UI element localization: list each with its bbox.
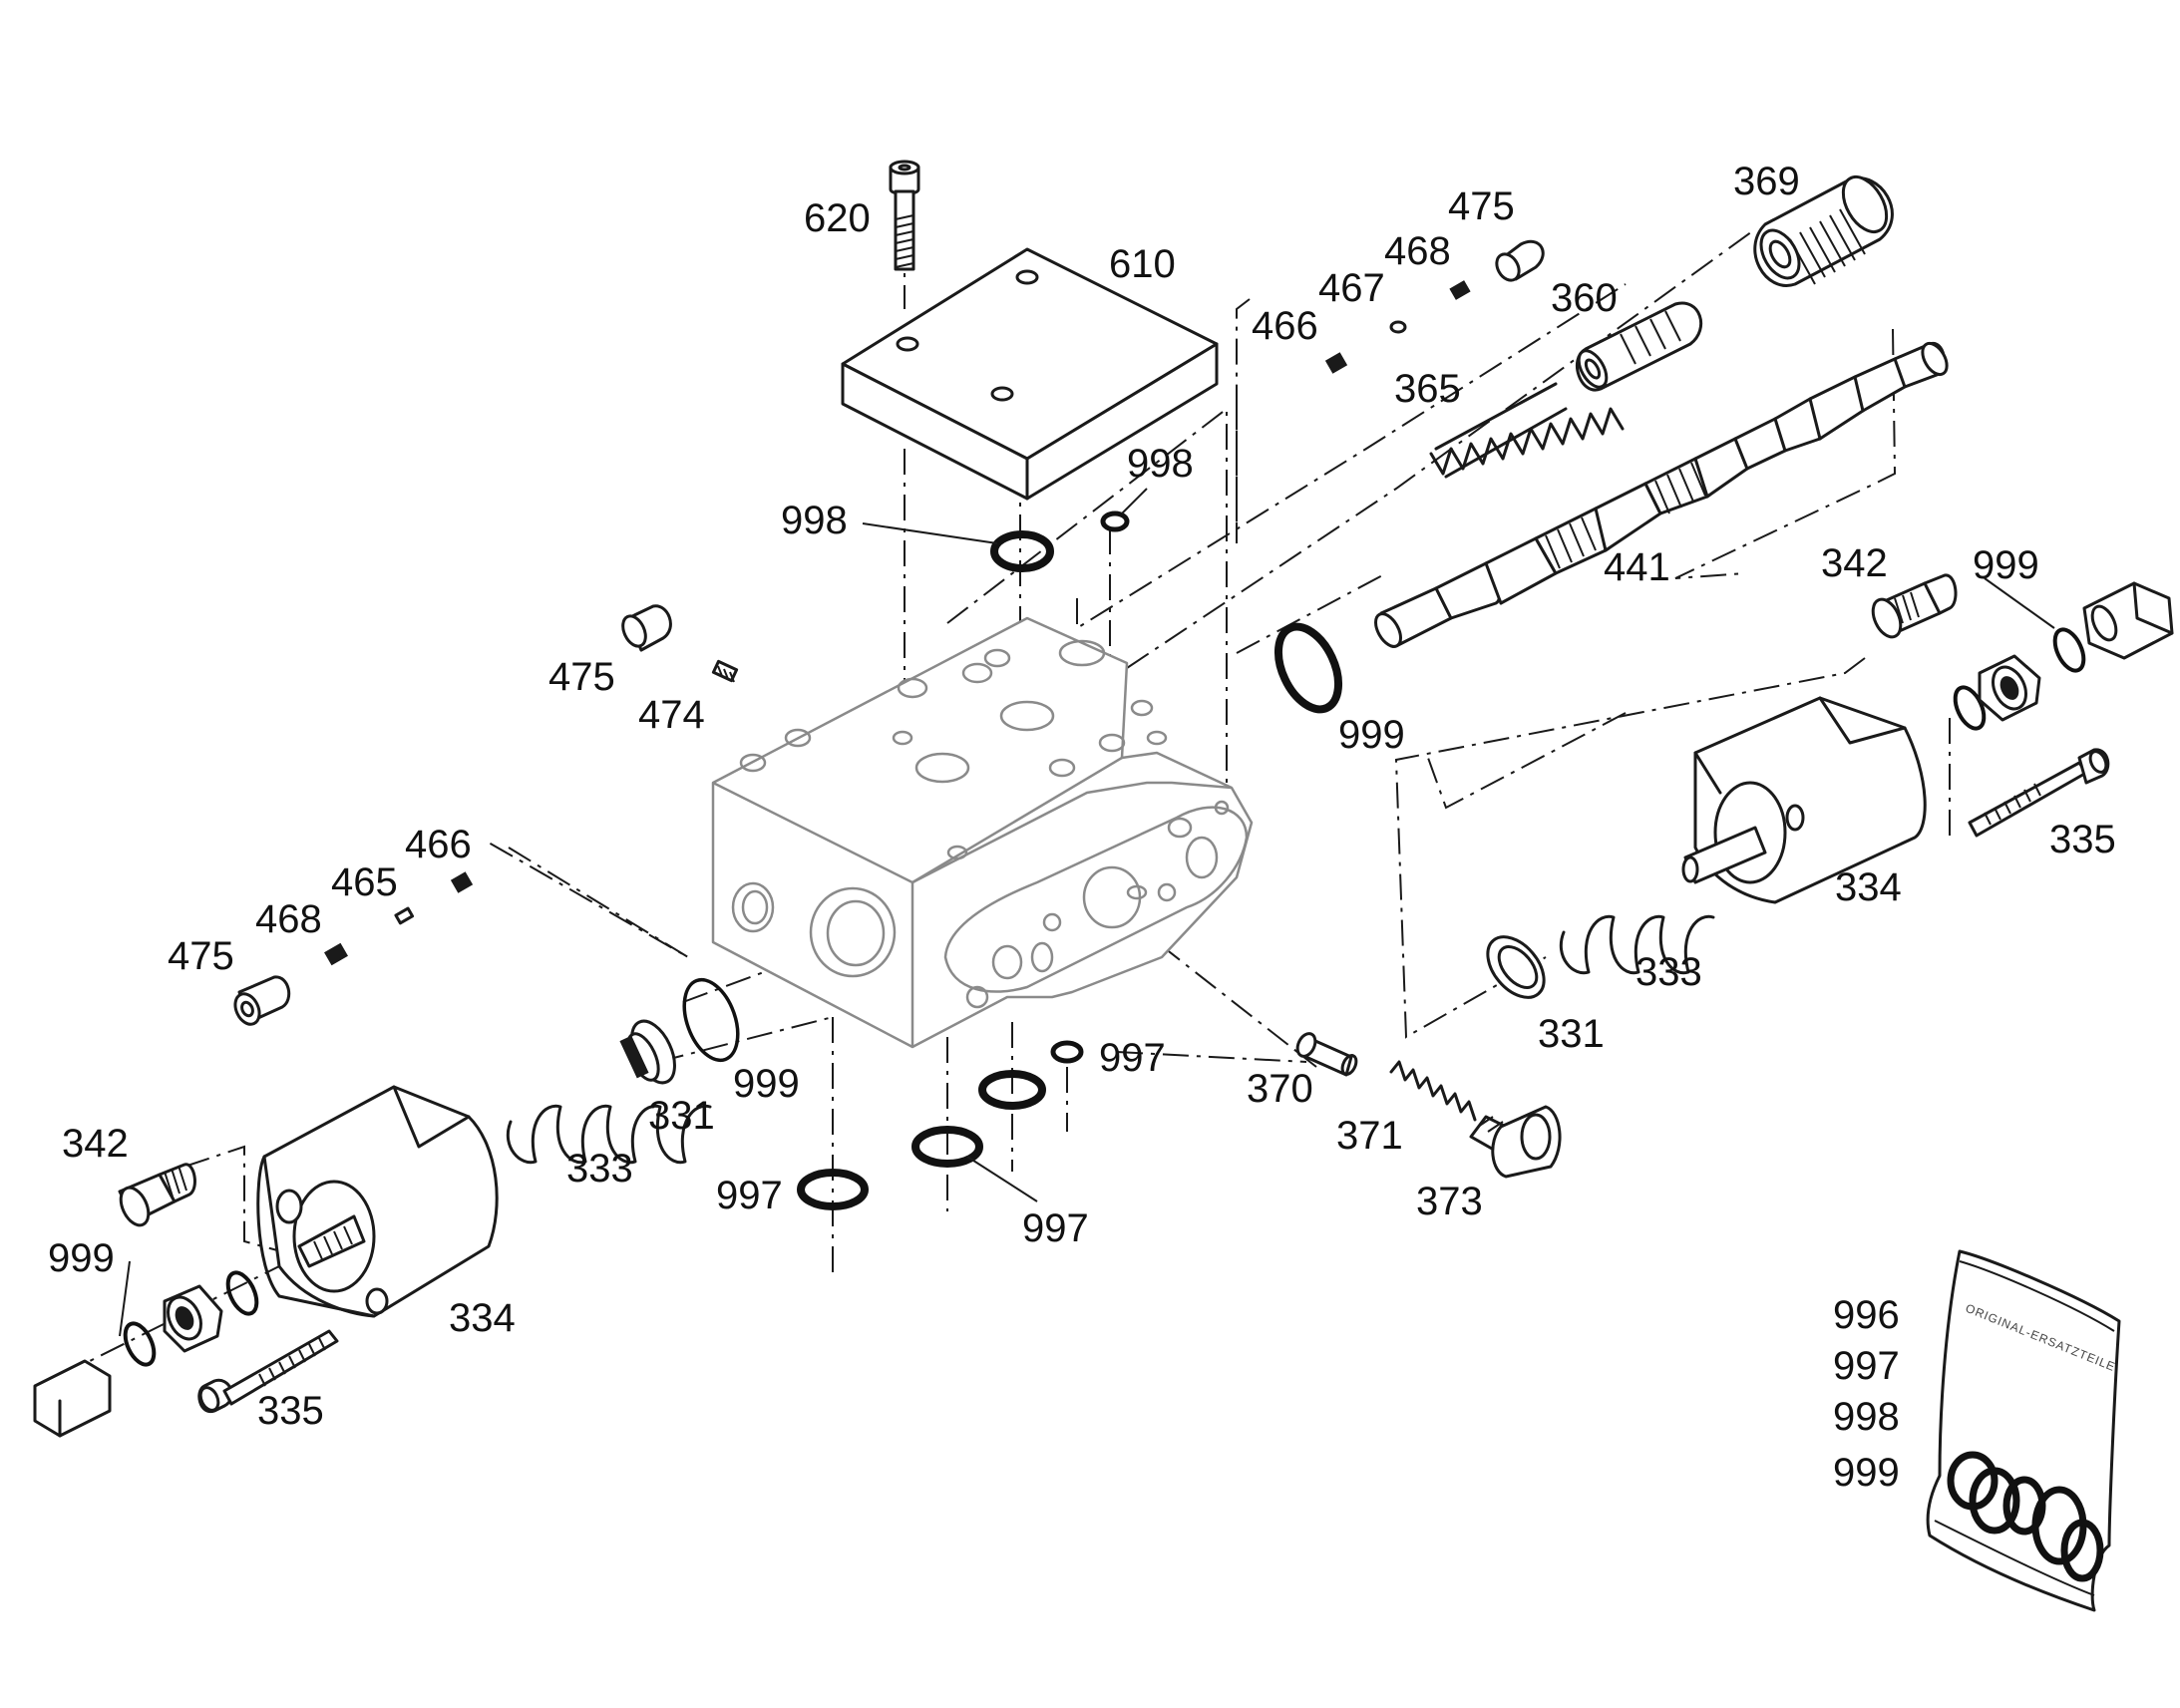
piston-360	[1576, 301, 1703, 392]
plug-475-top	[1495, 239, 1545, 282]
label-342: 342	[1821, 541, 1888, 585]
plug-373	[1469, 1105, 1562, 1179]
label-466: 466	[405, 823, 472, 866]
label-334: 334	[449, 1296, 516, 1340]
spring-365	[1429, 382, 1625, 479]
seat-331-left	[619, 1019, 676, 1085]
label-360: 360	[1551, 276, 1618, 320]
label-999: 999	[733, 1062, 800, 1106]
label-465: 465	[331, 860, 398, 904]
label-999: 999	[48, 1236, 115, 1280]
label-331: 331	[648, 1094, 715, 1138]
o-ring-997-a	[797, 1169, 869, 1210]
label-333: 333	[566, 1147, 633, 1191]
label-365: 365	[1394, 367, 1461, 411]
label-466: 466	[1252, 304, 1318, 348]
part-labels: 620 610 475 468 467 466 369 360 365 998 …	[48, 160, 2116, 1495]
label-997: 997	[1099, 1036, 1166, 1080]
o-ring-999-left	[682, 977, 740, 1063]
label-475: 475	[548, 655, 615, 699]
label-441: 441	[1604, 545, 1670, 589]
seal-kit-bag: ORIGINAL-ERSATZTEILE	[1926, 1249, 2121, 1612]
o-ring-999-spool	[1273, 622, 1343, 714]
label-610: 610	[1109, 242, 1176, 286]
seat-331-right	[1486, 935, 1546, 999]
label-468: 468	[255, 897, 322, 941]
label-467: 467	[1318, 266, 1385, 310]
label-998: 998	[1833, 1395, 1900, 1439]
label-373: 373	[1416, 1180, 1483, 1223]
spool-441	[1374, 341, 1949, 648]
label-331: 331	[1538, 1012, 1605, 1056]
pin-370	[1295, 1032, 1358, 1077]
label-999: 999	[1338, 713, 1405, 757]
label-997: 997	[1022, 1206, 1089, 1250]
o-ring-998-b	[1100, 511, 1130, 532]
set-screw-468-left	[324, 942, 348, 966]
o-ring-999-left-b	[123, 1321, 157, 1367]
plug-475-left	[233, 975, 291, 1026]
spring-371	[1389, 1060, 1477, 1122]
sleeve-369	[1753, 175, 1894, 287]
o-ring-999-right-a	[1953, 685, 1987, 731]
label-342: 342	[62, 1122, 129, 1166]
nut-right	[1978, 654, 2041, 722]
o-ring-997-d	[1050, 1040, 1084, 1064]
label-999: 999	[1973, 543, 2039, 587]
set-screw-466-left	[450, 871, 474, 893]
set-screw-468-top	[1449, 280, 1471, 300]
bolt-620	[889, 160, 920, 271]
cap-nut-left	[33, 1359, 112, 1438]
label-620: 620	[804, 196, 871, 240]
leader-lines	[119, 488, 2055, 1337]
spring-333-left	[506, 1104, 712, 1165]
label-369: 369	[1733, 160, 1800, 203]
label-997: 997	[1833, 1344, 1900, 1388]
label-997: 997	[716, 1174, 783, 1217]
set-screw-474	[711, 659, 739, 683]
label-998: 998	[781, 499, 848, 542]
o-ring-999-left-a	[225, 1270, 259, 1316]
label-335: 335	[257, 1389, 324, 1433]
label-333: 333	[1635, 950, 1702, 994]
o-ring-997-b	[911, 1126, 983, 1168]
plug-475-left-top	[621, 604, 672, 652]
label-370: 370	[1247, 1067, 1313, 1111]
nut-left	[163, 1284, 223, 1353]
label-998: 998	[1127, 442, 1194, 486]
cap-nut-right	[2082, 581, 2174, 660]
o-ring-999-right-b	[2052, 627, 2086, 673]
fitting-342-left	[118, 1163, 196, 1227]
label-474: 474	[638, 693, 705, 737]
o-ring-997-c	[978, 1070, 1046, 1110]
label-468: 468	[1384, 229, 1451, 273]
cap-334-left	[256, 1085, 499, 1318]
cover-plate-610	[841, 247, 1219, 501]
fitting-342-right	[1871, 573, 1958, 639]
bolt-335-left	[197, 1329, 339, 1414]
label-475: 475	[1448, 184, 1515, 228]
valve-housing	[711, 616, 1254, 1049]
set-screw-466-top	[1324, 352, 1348, 374]
label-334: 334	[1835, 865, 1902, 909]
bolt-335-right	[1968, 748, 2110, 838]
ball-465	[394, 906, 415, 925]
label-371: 371	[1336, 1114, 1403, 1158]
label-999: 999	[1833, 1451, 1900, 1495]
label-996: 996	[1833, 1293, 1900, 1337]
ball-467	[1389, 320, 1407, 334]
o-ring-998-a	[990, 530, 1054, 572]
label-475: 475	[168, 934, 234, 978]
label-335: 335	[2049, 818, 2116, 861]
cap-334-right	[1681, 696, 1927, 904]
spring-333-right	[1559, 914, 1715, 975]
